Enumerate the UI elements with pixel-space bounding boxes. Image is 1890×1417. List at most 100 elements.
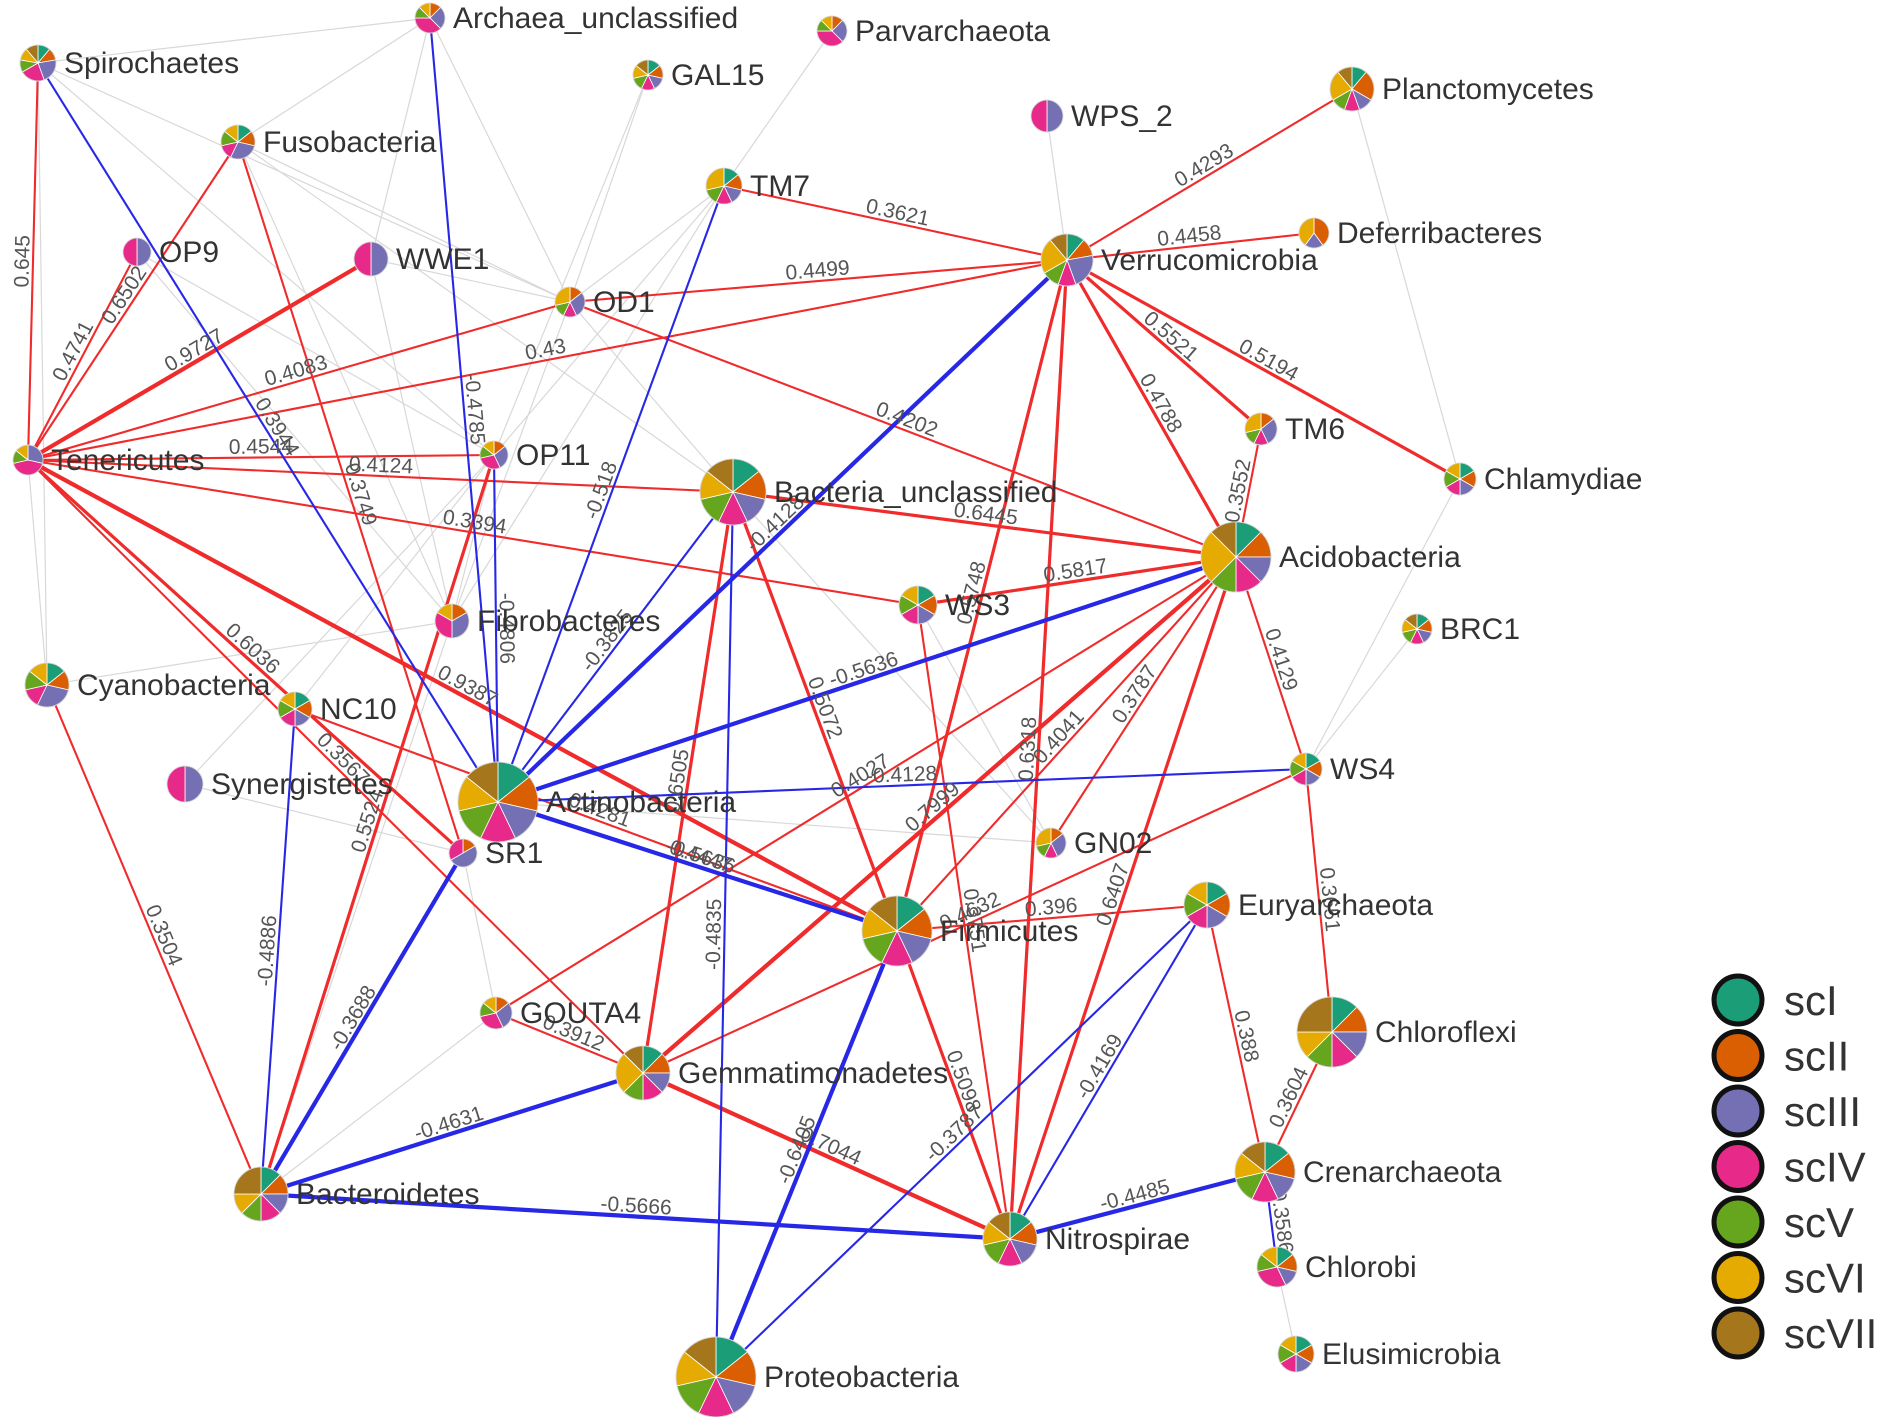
- node-ws3[interactable]: WS3: [898, 585, 1010, 625]
- positive-correlation-edge: [1065, 258, 1263, 431]
- faint-edge: [497, 801, 1052, 844]
- node-label: Fusobacteria: [263, 126, 437, 159]
- node-cyanobacteria[interactable]: Cyanobacteria: [24, 662, 271, 708]
- node-acidobacteria[interactable]: Acidobacteria: [1200, 521, 1461, 593]
- node-bacteria-unclassified[interactable]: Bacteria_unclassified: [699, 458, 1058, 526]
- positive-correlation-edge: [916, 604, 1012, 1240]
- positive-correlation-edge: [1066, 231, 1315, 262]
- positive-correlation-edge: [27, 251, 138, 461]
- edge-weight-label: 0.3604: [1265, 1063, 1314, 1131]
- pie-outline: [861, 895, 933, 967]
- edge-weight-label: -0.3688: [325, 982, 381, 1055]
- positive-correlation-edge: [896, 556, 1237, 932]
- node-nc10[interactable]: NC10: [277, 691, 397, 727]
- pie-outline: [1035, 827, 1067, 859]
- pie-outline: [1289, 752, 1323, 786]
- node-gn02[interactable]: GN02: [1035, 827, 1152, 860]
- faint-edge: [451, 185, 725, 622]
- node-wps-2[interactable]: WPS_2: [1030, 99, 1173, 133]
- pie-outline: [479, 440, 509, 470]
- negative-correlation-edge: [714, 930, 899, 1378]
- faint-edge: [237, 141, 734, 493]
- edge-weight-label: 0.9387: [434, 661, 501, 712]
- pie-slice-sciv: [353, 241, 372, 277]
- pie-outline: [615, 1045, 671, 1101]
- node-op9[interactable]: OP9: [122, 236, 219, 269]
- positive-correlation-edge: [495, 556, 1237, 1014]
- node-bacteroidetes[interactable]: Bacteroidetes: [233, 1166, 479, 1222]
- node-label: Fibrobacteres: [477, 605, 660, 638]
- negative-correlation-edge: [497, 491, 734, 803]
- node-gemmatimonadetes[interactable]: Gemmatimonadetes: [615, 1045, 948, 1101]
- pie-outline: [277, 691, 313, 727]
- pie-outline: [166, 765, 204, 803]
- node-label: Bacteroidetes: [296, 1178, 479, 1211]
- node-actinobacteria[interactable]: Actinobacteria: [457, 761, 736, 843]
- edge-weight-label: -0.4169: [1071, 1030, 1127, 1103]
- faint-edge: [370, 17, 431, 260]
- node-deferribacteres[interactable]: Deferribacteres: [1298, 217, 1542, 250]
- positive-correlation-edge: [27, 300, 571, 462]
- negative-correlation-edge: [260, 1070, 644, 1197]
- node-gal15[interactable]: GAL15: [632, 59, 764, 92]
- node-tm7[interactable]: TM7: [705, 167, 810, 205]
- node-op11[interactable]: OP11: [479, 439, 591, 472]
- node-planctomycetes[interactable]: Planctomycetes: [1329, 66, 1594, 112]
- node-ws4[interactable]: WS4: [1289, 752, 1395, 786]
- node-label: Parvarchaeota: [855, 15, 1050, 48]
- edge-weight-label: 0.4124: [348, 453, 414, 479]
- node-spirochaetes[interactable]: Spirochaetes: [19, 44, 239, 82]
- node-tm6[interactable]: TM6: [1244, 412, 1345, 446]
- node-chlamydiae[interactable]: Chlamydiae: [1443, 462, 1642, 496]
- node-label: WS3: [945, 589, 1010, 622]
- node-nitrospirae[interactable]: Nitrospirae: [982, 1211, 1190, 1267]
- node-sr1[interactable]: SR1: [448, 837, 543, 870]
- node-crenarchaeota[interactable]: Crenarchaeota: [1234, 1141, 1502, 1203]
- positive-correlation-edge: [46, 684, 262, 1195]
- node-tenericutes[interactable]: Tenericutes: [12, 444, 204, 477]
- node-od1[interactable]: OD1: [554, 286, 655, 319]
- node-wwe1[interactable]: WWE1: [353, 241, 489, 277]
- node-brc1[interactable]: BRC1: [1401, 613, 1520, 646]
- node-euryarchaeota[interactable]: Euryarchaeota: [1183, 881, 1433, 929]
- node-fibrobacteres[interactable]: Fibrobacteres: [434, 603, 660, 639]
- faint-edge: [1305, 628, 1418, 770]
- node-fusobacteria[interactable]: Fusobacteria: [220, 124, 437, 160]
- edge-weight-label: 0.4499: [785, 256, 851, 284]
- positive-correlation-edge: [26, 62, 40, 461]
- pie-outline: [675, 1336, 757, 1417]
- node-firmicutes[interactable]: Firmicutes: [861, 895, 1078, 967]
- positive-correlation-edge: [27, 453, 495, 462]
- edge-weight-label: -0.4631: [411, 1102, 486, 1145]
- node-label: Deferribacteres: [1337, 217, 1542, 250]
- pie-slice-scvii: [1296, 996, 1333, 1033]
- faint-edge: [184, 454, 495, 785]
- node-chlorobi[interactable]: Chlorobi: [1256, 1246, 1417, 1288]
- pie-slice-sciii: [1046, 99, 1064, 133]
- node-archaea-unclassified[interactable]: Archaea_unclassified: [414, 2, 738, 35]
- faint-edge: [429, 17, 571, 303]
- pie-slice-sciii: [184, 765, 204, 803]
- node-chloroflexi[interactable]: Chloroflexi: [1296, 996, 1517, 1068]
- node-parvarchaeota[interactable]: Parvarchaeota: [816, 15, 1050, 48]
- positive-correlation-edge: [642, 768, 1307, 1074]
- node-label: OP11: [516, 439, 591, 472]
- pie-outline: [353, 241, 389, 277]
- positive-correlation-edge: [1050, 556, 1237, 844]
- edge-weight-label: 0.4083: [262, 351, 330, 391]
- negative-correlation-edge: [497, 185, 725, 803]
- positive-correlation-edge: [27, 459, 644, 1074]
- faint-edge: [136, 251, 495, 456]
- pie-outline: [1256, 1246, 1298, 1288]
- pie-outline: [1040, 233, 1094, 287]
- node-proteobacteria[interactable]: Proteobacteria: [675, 1336, 959, 1417]
- node-verrucomicrobia[interactable]: Verrucomicrobia: [1040, 233, 1318, 287]
- node-elusimicrobia[interactable]: Elusimicrobia: [1277, 1335, 1501, 1373]
- node-gouta4[interactable]: GOUTA4: [479, 996, 641, 1030]
- pie-outline: [24, 662, 70, 708]
- node-synergistetes[interactable]: Synergistetes: [166, 765, 393, 803]
- pie-outline: [1030, 99, 1064, 133]
- node-label: Synergistetes: [211, 768, 393, 801]
- node-label: TM7: [750, 170, 810, 203]
- node-label: TM6: [1285, 413, 1345, 446]
